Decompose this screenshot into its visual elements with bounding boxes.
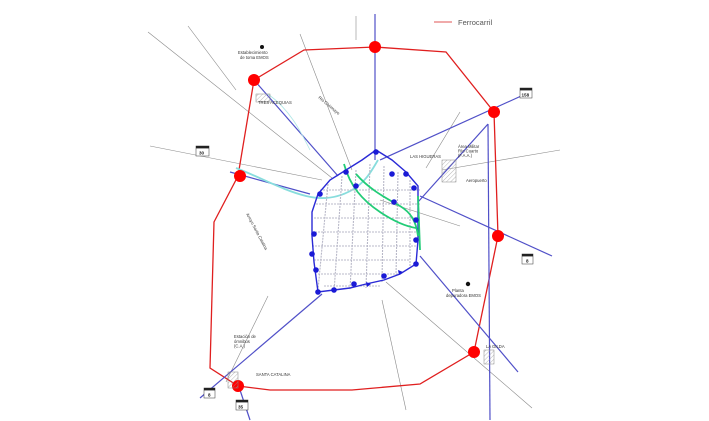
avenue-node: [413, 261, 419, 267]
santa-catalina-area: [227, 371, 239, 389]
avenue-node: [373, 149, 379, 155]
svg-text:30: 30: [199, 151, 205, 156]
avenue-nodes: [309, 149, 419, 295]
arroyo-stream: [267, 93, 311, 151]
legend-railway-label: Ferrocarril: [458, 18, 493, 27]
avenue-node: [353, 183, 359, 189]
avenue-node: [311, 231, 317, 237]
route-shield-158: 158: [519, 87, 533, 99]
direction-arrow: [366, 282, 371, 287]
direction-arrow: [398, 270, 403, 275]
junction-node: [234, 170, 246, 182]
label-emos-intake: Establecimiento de toma EMOS: [238, 50, 269, 60]
tres-acequias-area: [255, 93, 271, 103]
avenue-node: [351, 281, 357, 287]
avenue-node: [331, 287, 337, 293]
avenue-node: [381, 273, 387, 279]
svg-text:8: 8: [526, 259, 529, 264]
ring-road-nodes: [232, 41, 504, 392]
ring-road: [209, 46, 499, 391]
label-la-gilda: LA GILDA: [486, 344, 505, 349]
route-shields: 158 30 8 8 35: [195, 87, 534, 411]
junction-node: [369, 41, 381, 53]
label-tres-acequias: TRES ACEQUIAS: [258, 100, 292, 105]
junction-node: [248, 74, 260, 86]
route-shield-8-southwest: 8: [203, 387, 216, 399]
avenue-node: [309, 251, 315, 257]
route-shield-30: 30: [195, 145, 210, 157]
route-shield-35: 35: [235, 399, 249, 411]
junction-node: [468, 346, 480, 358]
military-area: [441, 159, 457, 183]
junction-node: [488, 106, 500, 118]
svg-text:158: 158: [522, 93, 530, 98]
svg-text:8: 8: [208, 393, 211, 398]
map-legend: Ferrocarril: [434, 18, 493, 27]
direction-arrows: [366, 270, 403, 287]
label-santa-catalina: SANTA CATALINA: [256, 372, 291, 377]
avenue-node: [315, 289, 321, 295]
label-arroyo: Arroyo Santa Catalina: [245, 212, 269, 251]
label-airport: Aeropuerto: [466, 178, 487, 183]
label-rio-chirimayo: Río Chirimayo: [317, 95, 341, 116]
avenue-node: [413, 237, 419, 243]
green-route: [343, 163, 421, 251]
avenue-node: [389, 171, 395, 177]
avenue-node: [343, 169, 349, 175]
map-labels: Establecimiento de toma EMOS TRES ACEQUI…: [234, 50, 505, 377]
route-shield-8-east: 8: [521, 253, 534, 265]
avenue-node: [313, 267, 319, 273]
avenue-node: [413, 217, 419, 223]
label-las-higueras: LAS HIGUERAS: [410, 154, 441, 159]
avenue-node: [411, 185, 417, 191]
junction-node: [492, 230, 504, 242]
urban-street-grid: [312, 163, 420, 293]
avenue-ring: [311, 149, 419, 293]
avenue-node: [317, 191, 323, 197]
emos-intake-marker: [260, 45, 264, 49]
label-bus-station: Estación de ómnibus (C.A.): [234, 334, 257, 349]
treatment-plant-marker: [465, 281, 471, 287]
avenue-node: [403, 171, 409, 177]
label-military-area: Área Militar Río Cuarto (F.A.A.): [458, 144, 480, 158]
label-treatment-plant: Planta depuradora EMOS: [446, 288, 481, 298]
svg-text:35: 35: [238, 405, 244, 410]
la-gilda-area: [483, 349, 495, 365]
avenue-node: [391, 199, 397, 205]
